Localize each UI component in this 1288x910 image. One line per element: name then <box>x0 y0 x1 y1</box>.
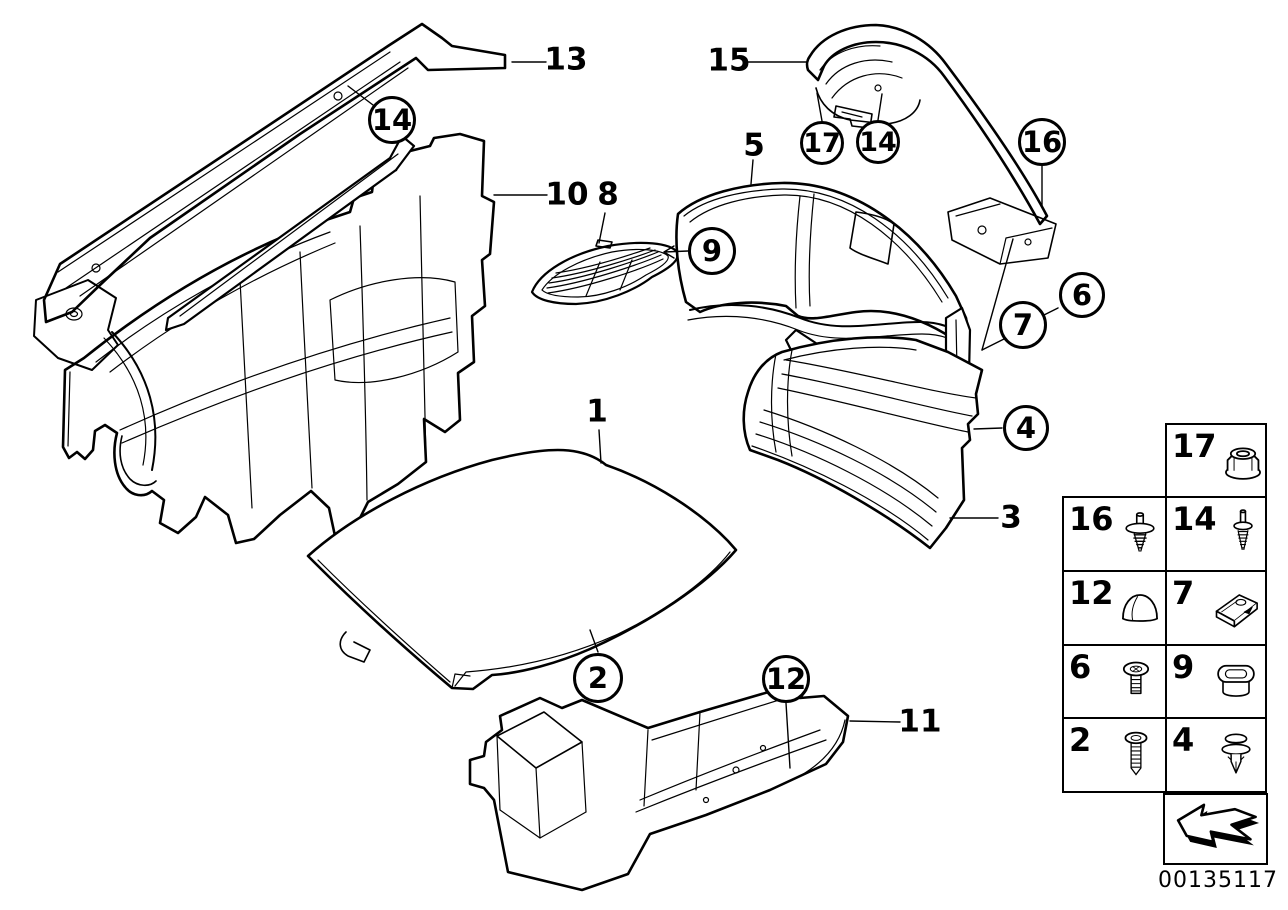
vent-grille-drawing <box>530 239 679 306</box>
callout-label: 16 <box>1021 124 1063 159</box>
side-trim-drawing <box>742 336 984 550</box>
label-13[interactable]: 13 <box>544 41 588 78</box>
legend-cell-16[interactable]: 16 <box>1062 496 1167 572</box>
legend-number: 6 <box>1069 648 1092 686</box>
previous-diagram-arrow-icon <box>1176 803 1259 848</box>
callout-12[interactable]: 12 <box>762 655 810 703</box>
legend-cell-17[interactable]: 17 <box>1165 423 1267 498</box>
callout-9[interactable]: 9 <box>688 227 736 275</box>
legend-cell-12[interactable]: 12 <box>1062 570 1167 646</box>
legend-number: 16 <box>1069 500 1114 538</box>
image-number: 00135117 <box>1158 868 1278 893</box>
expanding-rivet-icon <box>1124 512 1155 552</box>
callout-7[interactable]: 7 <box>999 301 1047 349</box>
legend-cell-6[interactable]: 6 <box>1062 644 1167 719</box>
screw-rivet-icon <box>1232 509 1253 551</box>
previous-diagram-button[interactable] <box>1163 793 1268 865</box>
legend-number: 9 <box>1172 648 1195 686</box>
label-8[interactable]: 8 <box>597 176 619 213</box>
legend-cell-9[interactable]: 9 <box>1165 644 1267 719</box>
legend-cell-4[interactable]: 4 <box>1165 717 1267 793</box>
label-15[interactable]: 15 <box>707 42 751 79</box>
label-1[interactable]: 1 <box>586 393 608 430</box>
legend-number: 17 <box>1172 427 1217 465</box>
leader-lines <box>347 61 1059 769</box>
label-10[interactable]: 10 <box>545 176 589 213</box>
label-3[interactable]: 3 <box>1000 499 1022 536</box>
callout-label: 6 <box>1071 277 1093 312</box>
callout-6[interactable]: 6 <box>1059 272 1105 318</box>
callout-label: 7 <box>1012 307 1034 342</box>
legend-cell-2[interactable]: 2 <box>1062 717 1167 793</box>
label-11[interactable]: 11 <box>898 703 942 740</box>
screw-long-icon <box>1124 731 1148 776</box>
legend-cell-7[interactable]: 7 <box>1165 570 1267 646</box>
screw-short-icon <box>1122 661 1150 694</box>
callout-14-top-left[interactable]: 14 <box>368 96 416 144</box>
expanding-clip-icon <box>1221 733 1251 774</box>
legend-number: 12 <box>1069 574 1114 612</box>
clip-nut-icon <box>1215 594 1258 628</box>
legend-number: 4 <box>1172 721 1195 759</box>
cowl-strip-drawing <box>33 22 507 471</box>
callout-label: 9 <box>701 233 723 268</box>
callout-label: 12 <box>765 661 807 696</box>
callout-17[interactable]: 17 <box>800 121 844 165</box>
legend-number: 7 <box>1172 574 1195 612</box>
legend-number: 2 <box>1069 721 1092 759</box>
floor-tray-drawing <box>468 682 850 892</box>
callout-label: 2 <box>587 660 609 695</box>
grommet-icon <box>1217 664 1255 697</box>
callout-16[interactable]: 16 <box>1018 118 1066 166</box>
callout-14-top-right[interactable]: 14 <box>856 120 900 164</box>
callout-2[interactable]: 2 <box>573 653 623 703</box>
callout-label: 17 <box>803 127 841 159</box>
callout-label: 4 <box>1015 410 1037 445</box>
trunk-mat-drawing <box>306 448 738 691</box>
bulkhead-panel-drawing <box>61 132 496 545</box>
legend-number: 14 <box>1172 500 1217 538</box>
callout-label: 14 <box>859 126 897 158</box>
label-5[interactable]: 5 <box>743 127 765 164</box>
callout-4[interactable]: 4 <box>1003 405 1049 451</box>
legend-cell-14[interactable]: 14 <box>1165 496 1267 572</box>
callout-label: 14 <box>371 102 413 137</box>
flange-nut-icon <box>1224 447 1261 480</box>
cap-plug-icon <box>1121 594 1158 622</box>
